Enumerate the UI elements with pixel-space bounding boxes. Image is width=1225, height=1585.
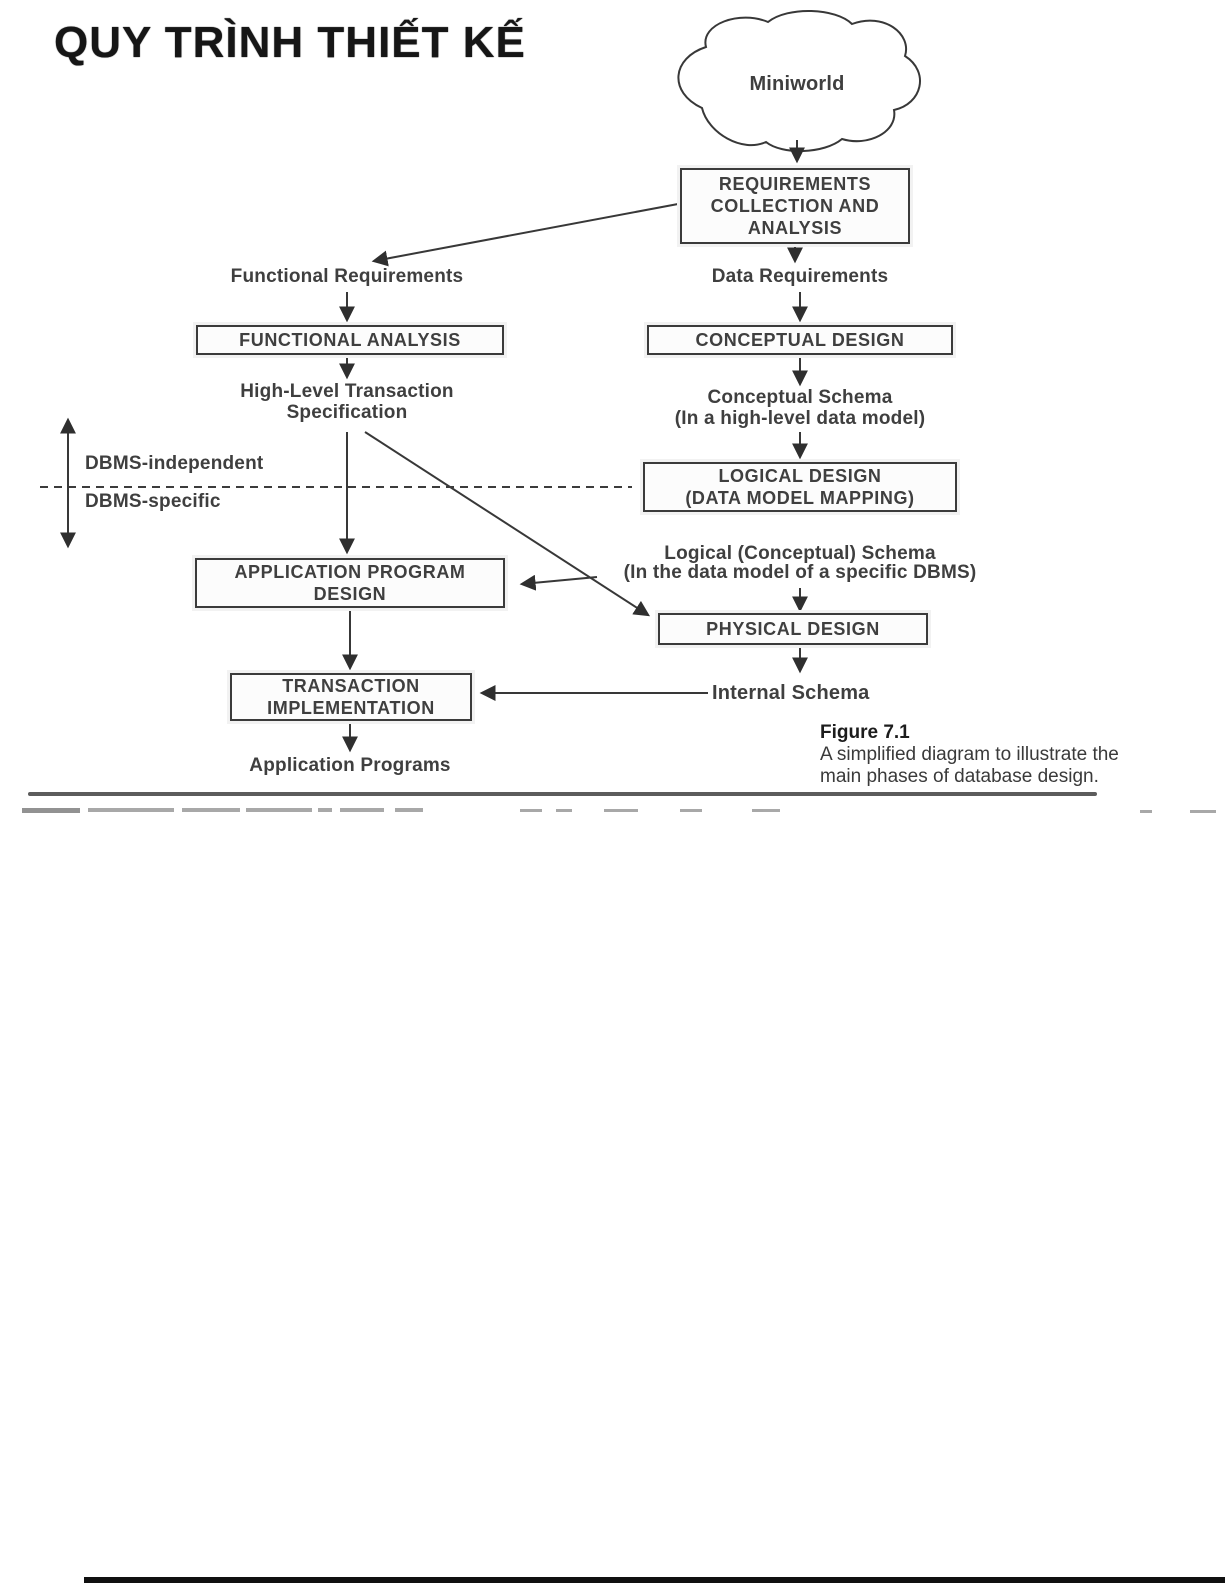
label-data-requirements: Data Requirements bbox=[711, 266, 889, 287]
figure-caption-line2: main phases of database design. bbox=[820, 766, 1099, 787]
box-application-program-design: APPLICATION PROGRAM DESIGN bbox=[195, 558, 505, 608]
label-application-programs: Application Programs bbox=[249, 755, 451, 776]
figure-caption-line1: A simplified diagram to illustrate the bbox=[820, 744, 1119, 765]
arrow-requirements-to-functional bbox=[371, 203, 679, 267]
label-high-level-transaction-spec: High-Level Transaction Specification bbox=[240, 381, 454, 423]
miniworld-cloud-shape bbox=[677, 10, 921, 152]
arrow-spec-to-physical bbox=[364, 431, 651, 617]
box-functional-analysis: FUNCTIONAL ANALYSIS bbox=[196, 325, 504, 355]
box-physical-design: PHYSICAL DESIGN bbox=[658, 613, 928, 645]
label-conceptual-schema: Conceptual Schema (In a high-level data … bbox=[674, 387, 926, 429]
arrow-logical-schema-to-app-design bbox=[519, 574, 598, 591]
bottom-border-bar bbox=[84, 1577, 1225, 1583]
miniworld-label: Miniworld bbox=[749, 73, 845, 95]
slide-title: QUY TRÌNH THIẾT KẾ bbox=[54, 18, 526, 67]
box-logical-design: LOGICAL DESIGN (DATA MODEL MAPPING) bbox=[643, 462, 957, 512]
figure-caption-title: Figure 7.1 bbox=[820, 722, 910, 743]
label-internal-schema: Internal Schema bbox=[712, 682, 870, 704]
label-dbms-specific: DBMS-specific bbox=[85, 491, 221, 512]
label-functional-requirements: Functional Requirements bbox=[230, 266, 464, 287]
box-transaction-implementation: TRANSACTION IMPLEMENTATION bbox=[230, 673, 472, 721]
box-conceptual-design: CONCEPTUAL DESIGN bbox=[647, 325, 953, 355]
label-dbms-independent: DBMS-independent bbox=[85, 453, 264, 474]
divider-rule bbox=[28, 792, 1097, 796]
box-requirements-collection-analysis: REQUIREMENTS COLLECTION AND ANALYSIS bbox=[680, 168, 910, 244]
scan-artifact-text bbox=[22, 808, 1216, 813]
label-logical-schema: Logical (Conceptual) Schema (In the data… bbox=[623, 543, 977, 583]
